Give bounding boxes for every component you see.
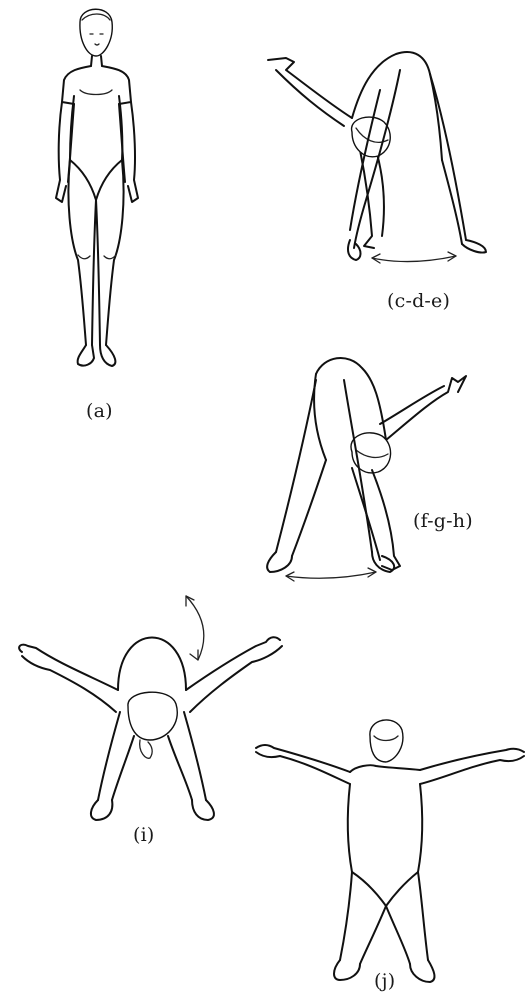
caption-fgh: (f-g-h) [413, 510, 473, 532]
caption-j: (j) [374, 970, 395, 992]
caption-cde: (c-d-e) [387, 290, 450, 312]
figure-j-lying-supine [256, 720, 524, 982]
figure-a-standing [56, 9, 138, 366]
caption-i: (i) [133, 824, 155, 846]
figure-cde-forward-bend [268, 52, 486, 263]
figure-fgh-forward-bend [267, 358, 466, 581]
figure-i-arms-spread [19, 596, 282, 820]
caption-a: (a) [86, 400, 113, 422]
